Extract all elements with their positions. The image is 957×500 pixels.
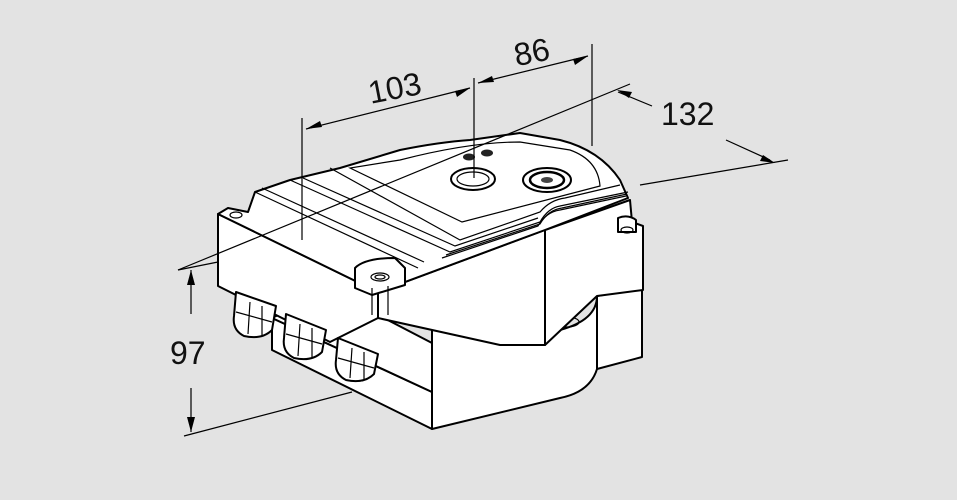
- dimension-86: [477, 44, 593, 146]
- dimension-label-97: 97: [170, 335, 206, 371]
- base-plate: [431, 287, 643, 430]
- main-housing: [217, 132, 644, 346]
- dimension-97: [177, 261, 353, 437]
- cable-gland-2: [282, 313, 327, 361]
- screw-bosses: [229, 211, 637, 315]
- dimension-label-132: 132: [661, 96, 715, 132]
- indicator-dots: [463, 149, 493, 161]
- cable-gland-1: [232, 291, 277, 339]
- dimension-label-86: 86: [510, 30, 553, 74]
- dimension-132: [177, 83, 789, 271]
- rotary-knob: [522, 167, 572, 193]
- dimension-103: [301, 78, 475, 240]
- cable-gland-3: [334, 337, 379, 383]
- top-cover: [254, 141, 629, 269]
- push-button: [450, 167, 496, 191]
